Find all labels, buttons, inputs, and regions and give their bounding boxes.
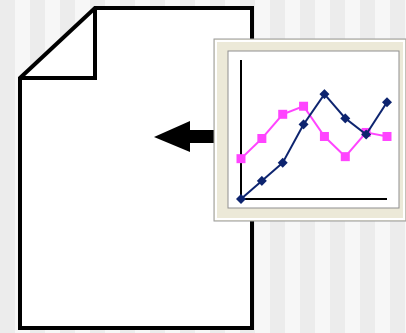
thumbnail-plot-panel (227, 50, 400, 209)
series-2-point-4 (298, 119, 309, 130)
series-1-point-6 (340, 152, 350, 162)
series-layer (236, 89, 392, 204)
series-2-point-8 (382, 97, 392, 108)
left-arrow-icon (154, 121, 220, 152)
series-2-point-7 (361, 129, 372, 140)
series-1-point-1 (236, 154, 246, 164)
series-2-point-2 (256, 175, 267, 186)
series-2-point-1 (236, 194, 246, 204)
series-2-point-5 (319, 89, 330, 100)
series-2-point-6 (340, 113, 351, 124)
series-1-point-3 (278, 109, 288, 119)
series-1-point-8 (382, 131, 392, 141)
series-2-point-3 (277, 157, 288, 168)
series-2 (236, 89, 392, 204)
line-chart-thumbnail (213, 38, 406, 222)
series-1-point-2 (257, 134, 267, 143)
series-1-point-4 (299, 101, 309, 111)
series-2-line (240, 93, 388, 200)
series-1-point-5 (319, 131, 329, 141)
